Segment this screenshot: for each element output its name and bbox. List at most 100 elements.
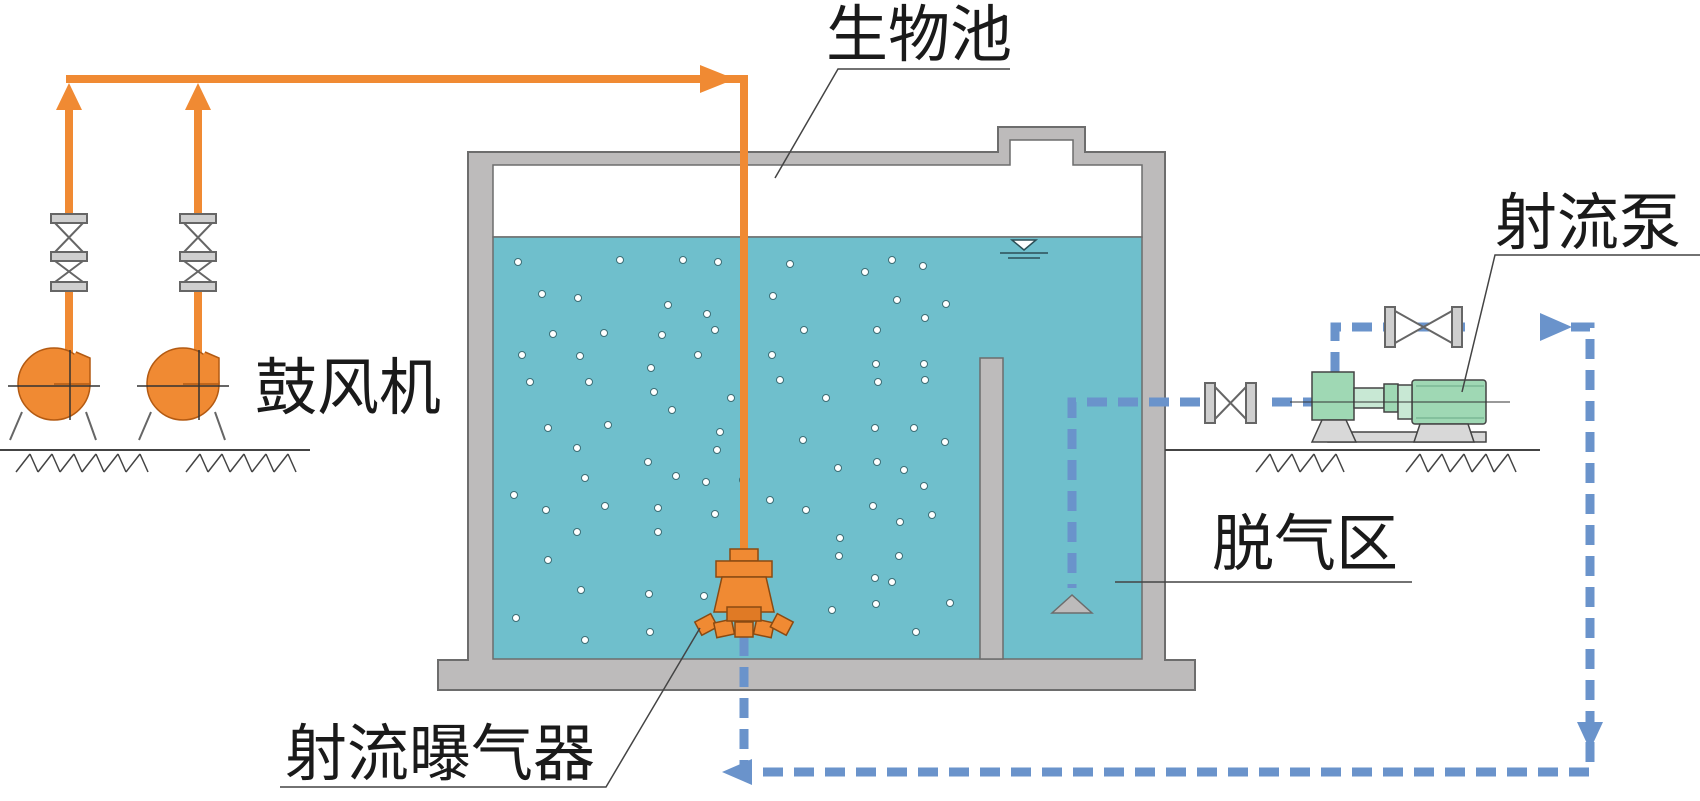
ground-hatch <box>1405 453 1429 473</box>
bubble <box>672 472 680 480</box>
bubble <box>544 556 552 564</box>
air-bubbles <box>510 256 954 644</box>
ground-hatch <box>1255 453 1279 473</box>
pump-casing <box>1311 371 1355 421</box>
bubble <box>895 552 903 560</box>
degas-zone-label: 脱气区 <box>1212 507 1399 580</box>
air-arrow-right <box>700 65 735 93</box>
bubble <box>604 421 612 429</box>
air-arrow-up-2 <box>185 83 211 110</box>
bubble <box>574 294 582 302</box>
bubble <box>514 258 522 266</box>
ground-hatch <box>1493 453 1517 473</box>
blower-2 <box>137 347 229 441</box>
bubble <box>668 406 676 414</box>
bubble <box>919 262 927 270</box>
bubble <box>871 424 879 432</box>
bubble <box>834 464 842 472</box>
ground-hatch <box>1449 453 1473 473</box>
tank-water <box>492 236 1143 660</box>
bubble <box>872 600 880 608</box>
bubble <box>645 590 653 598</box>
bubble <box>700 592 708 600</box>
ground-hatch <box>125 453 149 473</box>
bubble <box>650 388 658 396</box>
ground-hatch <box>1277 453 1301 473</box>
bubble <box>573 528 581 536</box>
bubble <box>869 502 877 510</box>
bubble <box>896 518 904 526</box>
bubble <box>581 474 589 482</box>
baffle-wall <box>979 357 1004 660</box>
bubble <box>912 628 920 636</box>
bubble <box>713 446 721 454</box>
bubble <box>776 376 784 384</box>
bubble <box>888 578 896 586</box>
bubble <box>716 428 724 436</box>
bubble <box>694 351 702 359</box>
bubble <box>538 290 546 298</box>
bubble <box>873 458 881 466</box>
bubble <box>802 506 810 514</box>
bubble <box>800 326 808 334</box>
bubble <box>601 502 609 510</box>
blower-valve-1 <box>50 213 88 292</box>
jet-pump-label: 射流泵 <box>1495 186 1682 259</box>
flow-arrow-left <box>722 759 752 785</box>
bubble <box>679 256 687 264</box>
bubble <box>920 360 928 368</box>
ground-hatch <box>1471 453 1495 473</box>
bubble <box>714 258 722 266</box>
bubble <box>828 606 836 614</box>
bubble <box>644 458 652 466</box>
air-flow-arrows <box>56 65 735 110</box>
bubble <box>888 256 896 264</box>
bubble <box>900 466 908 474</box>
bubble <box>910 424 918 432</box>
jet-aerator-label: 射流曝气器 <box>285 717 596 790</box>
ground-hatch <box>229 453 253 473</box>
ground-hatch <box>1321 453 1345 473</box>
bubble <box>664 301 672 309</box>
degas-collector-cone <box>1050 593 1094 614</box>
bubble <box>768 351 776 359</box>
ground-hatch <box>185 453 209 473</box>
jet-pump-leader <box>1461 254 1700 393</box>
bubble <box>544 424 552 432</box>
bubble <box>921 314 929 322</box>
bubble <box>600 329 608 337</box>
blower-valve-2 <box>179 213 217 292</box>
bubble <box>647 364 655 372</box>
bubble <box>946 599 954 607</box>
bubble <box>799 436 807 444</box>
bubble <box>873 326 881 334</box>
bubble <box>658 331 666 339</box>
bubble <box>576 352 584 360</box>
bubble <box>654 504 662 512</box>
blower-label: 鼓风机 <box>255 351 442 424</box>
ground-hatch <box>251 453 275 473</box>
bubble <box>928 511 936 519</box>
bubble <box>577 586 585 594</box>
blower-1 <box>8 347 100 441</box>
ground-hatching <box>15 453 1517 473</box>
leader-lines <box>280 68 1700 788</box>
bubble <box>573 444 581 452</box>
flow-arrow-down <box>1577 722 1603 750</box>
ground-hatch <box>15 453 39 473</box>
bubble <box>510 491 518 499</box>
bubble <box>786 260 794 268</box>
bubble <box>766 496 774 504</box>
bubble <box>703 310 711 318</box>
bubble <box>769 292 777 300</box>
bubble <box>585 378 593 386</box>
ground-hatch <box>59 453 83 473</box>
water-flow-arrows <box>722 313 1603 785</box>
bubble <box>822 394 830 402</box>
bubble <box>861 268 869 276</box>
flow-arrow-right <box>1540 313 1572 341</box>
ground-hatch <box>103 453 127 473</box>
ground-hatch <box>1427 453 1451 473</box>
jet-aerator-leader <box>280 627 701 788</box>
